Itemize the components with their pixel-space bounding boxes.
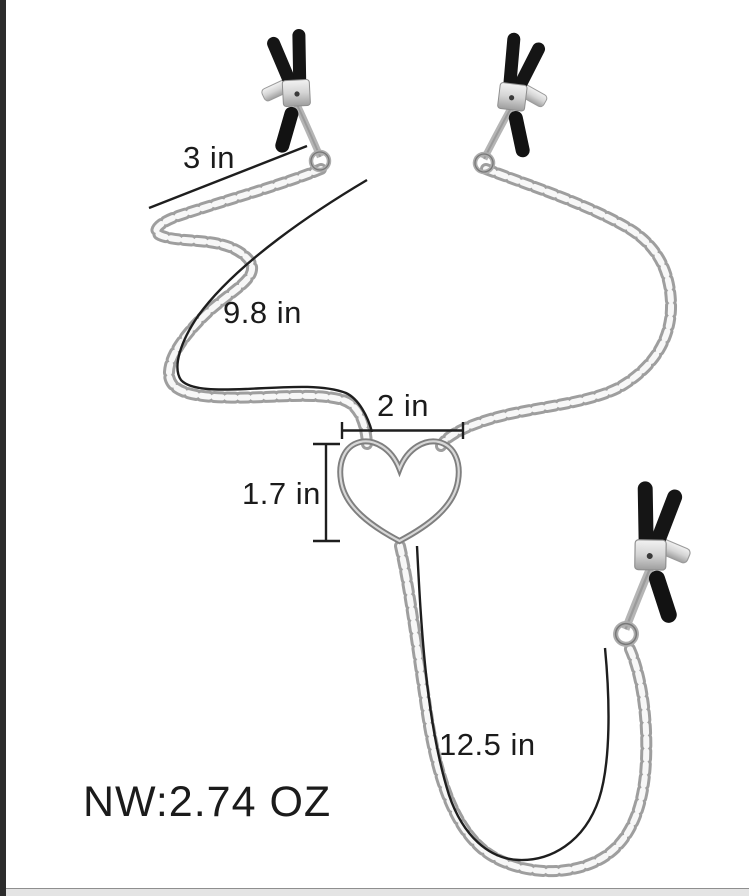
heart-ring [337, 438, 462, 545]
label-bottom-chain-length: 12.5 in [439, 727, 536, 762]
clamp-bottom-right [614, 479, 700, 652]
left-edge-bar [0, 0, 6, 896]
chain-right [441, 169, 671, 446]
label-heart-width: 2 in [377, 388, 429, 423]
clamp-top-right [473, 30, 561, 183]
dim-curve-left-chain [176, 178, 374, 433]
dim-line-heart-width [340, 422, 465, 439]
label-left-chain-length: 9.8 in [223, 295, 302, 330]
label-heart-height: 1.7 in [242, 476, 321, 511]
bottom-edge-strip [4, 888, 749, 896]
dim-curve-bottom-chain [415, 545, 610, 862]
clamp-top-left [251, 27, 330, 178]
label-net-weight: NW:2.74 OZ [83, 778, 332, 826]
dim-line-top-chain [148, 144, 308, 210]
dimension-lines [148, 144, 610, 862]
dim-line-heart-height [313, 442, 340, 543]
label-top-chain-length: 3 in [183, 140, 235, 175]
